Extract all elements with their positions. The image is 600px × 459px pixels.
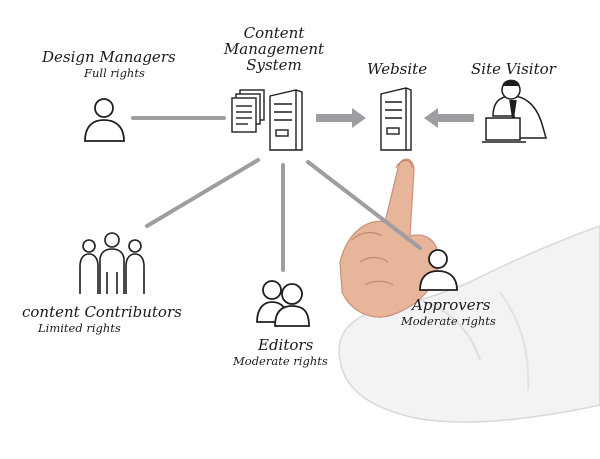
approvers-subtitle: Moderate rights [401, 314, 496, 328]
content-contributors-title: content Contributors [22, 303, 182, 321]
approvers-title: Approvers [412, 296, 491, 314]
documents-and-server-icon [231, 89, 303, 151]
pointing-hand-image [338, 158, 600, 423]
site-visitor-title: Site Visitor [471, 60, 556, 78]
two-people-icon [256, 280, 310, 327]
design-managers-title: Design Managers [42, 48, 176, 66]
design-managers-subtitle: Full rights [84, 66, 145, 80]
approvers-connector [306, 160, 422, 250]
visitor-to-website-arrow [424, 108, 474, 128]
person-icon [419, 249, 458, 291]
cms-title-line-1: Content [243, 24, 305, 42]
editors-subtitle: Moderate rights [233, 354, 328, 368]
group-icon [79, 232, 145, 294]
website-title: Website [367, 60, 428, 78]
person-icon [84, 98, 125, 142]
editors-title: Editors [258, 336, 314, 354]
server-icon [380, 87, 412, 151]
cms-title-line-3: System [246, 55, 302, 74]
content-contributors-subtitle: Limited rights [38, 321, 121, 335]
connector-lines [131, 108, 474, 272]
cms-to-website-arrow [316, 108, 366, 128]
cms-title-line-2: Management [223, 39, 325, 58]
person-at-laptop-icon [482, 79, 547, 143]
cms-title: Content Management System [214, 24, 334, 74]
contributors-connector [145, 158, 260, 228]
